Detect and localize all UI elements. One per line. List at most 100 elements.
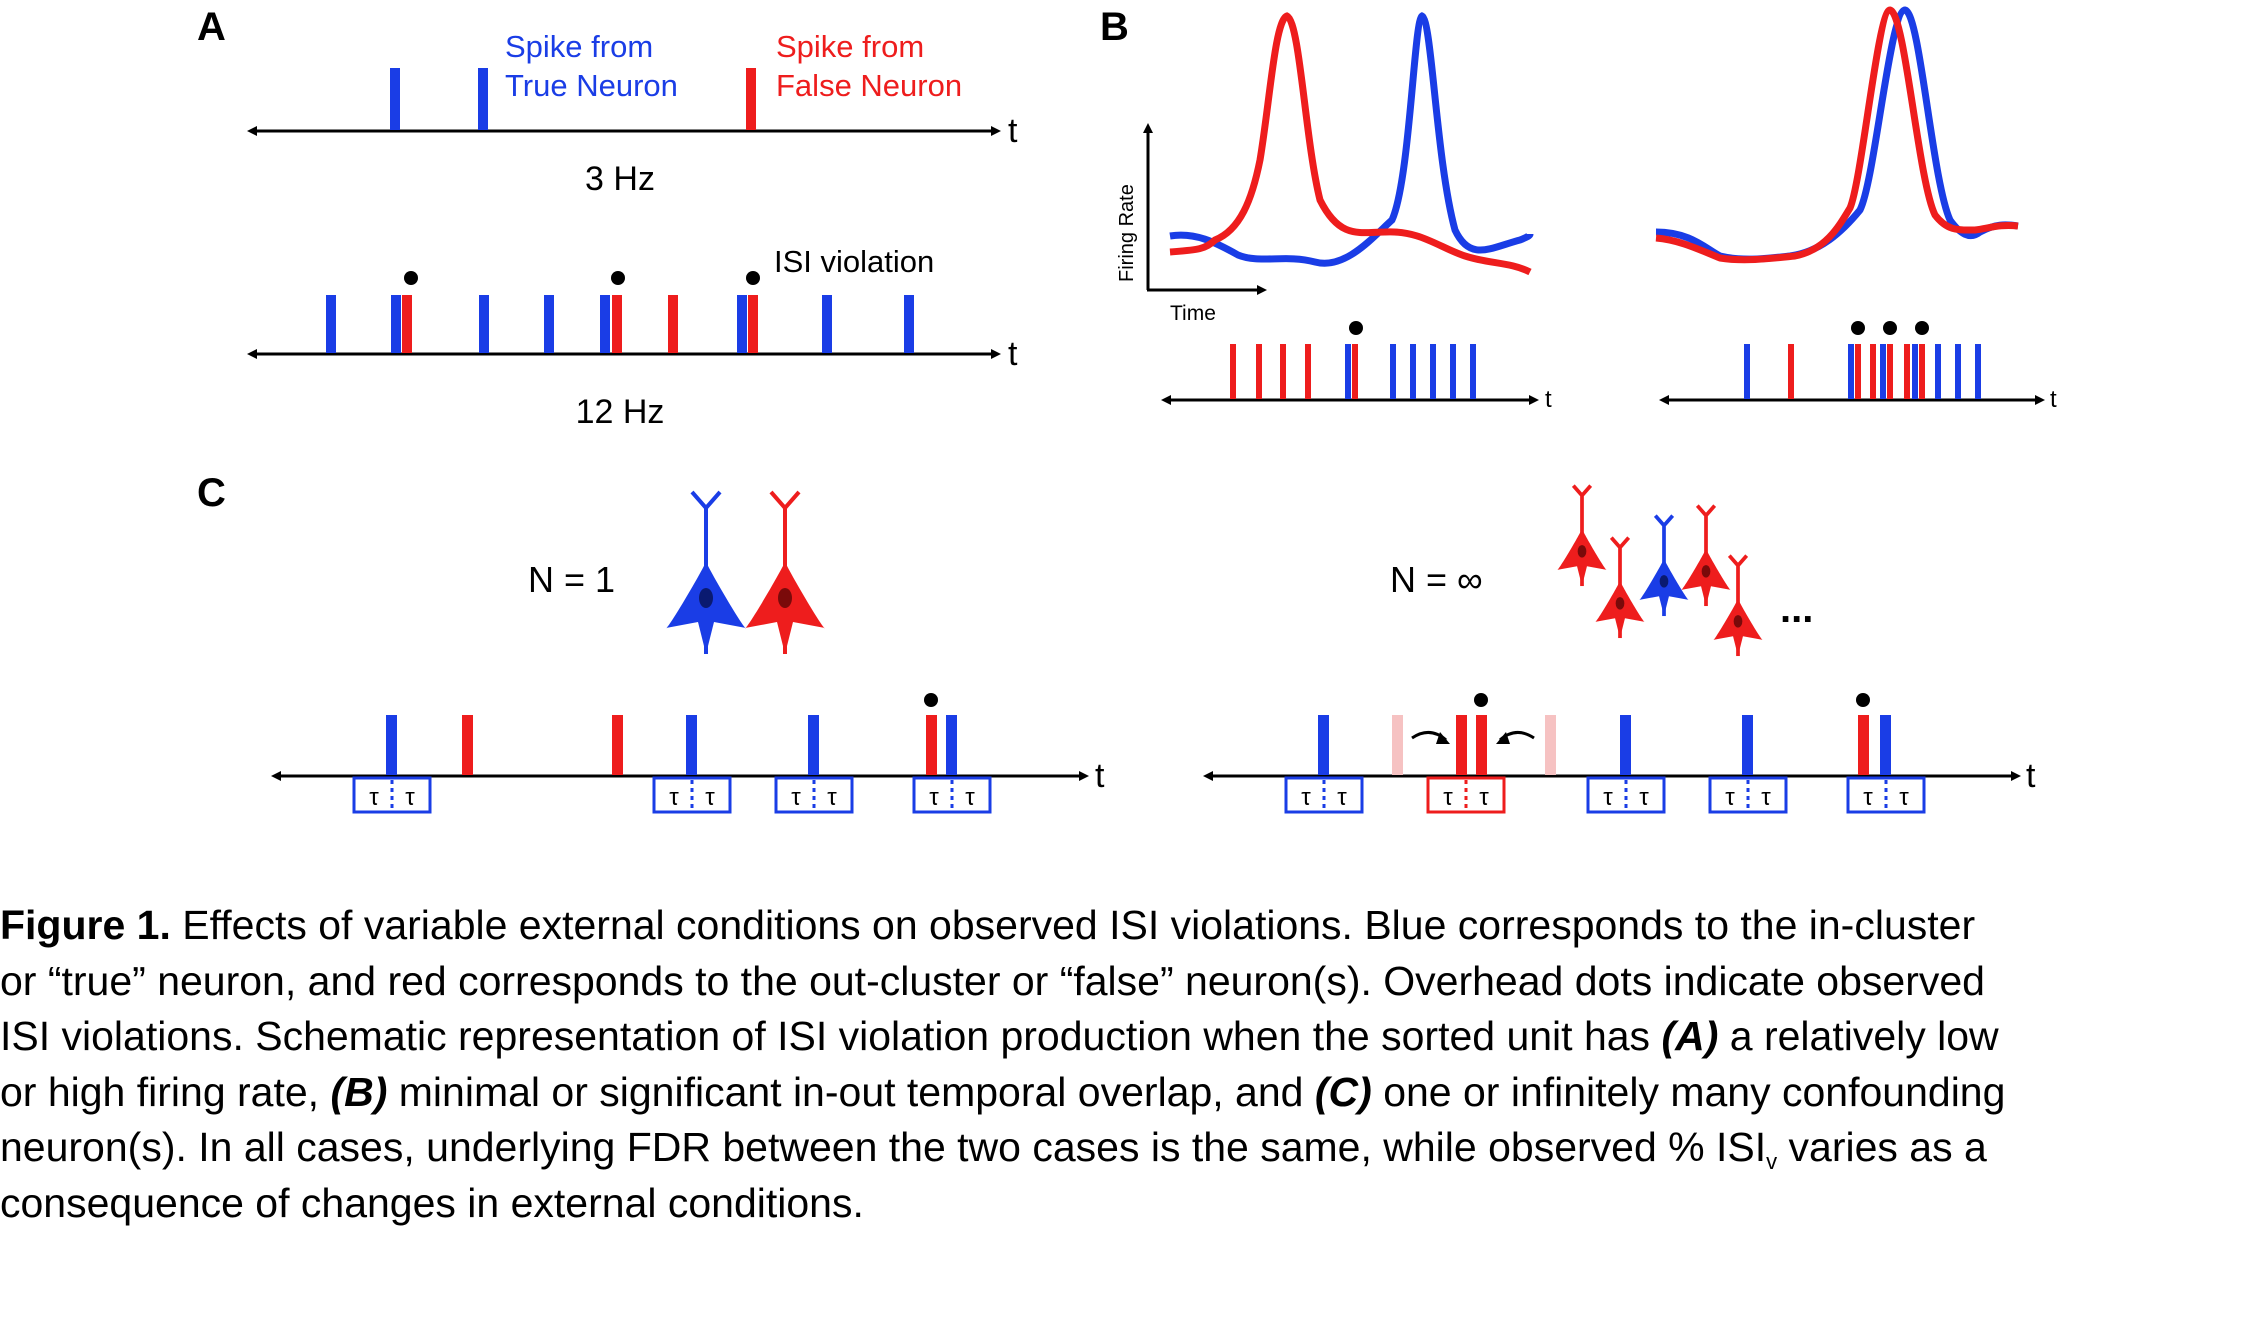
spike-true [544,295,554,353]
panel-b-label: B [1100,5,1129,49]
tau-label: τ [1639,784,1649,811]
shift-arrow-left-head [1496,732,1510,744]
violation-dot [1883,321,1897,335]
caption-text: ISI violations. Schematic representation… [0,1013,1662,1059]
subscript-v: v [1766,1149,1778,1174]
time-label: Time [1170,302,1216,325]
caption-line: ISI violations. Schematic representation… [0,1009,2250,1065]
caption-text: varies as a [1777,1124,1987,1170]
spike-false [1230,344,1236,399]
tau-label: τ [1899,784,1909,811]
caption-line: or high firing rate, (B) minimal or sign… [0,1065,2250,1121]
panel-c-label: C [197,471,226,515]
spike-false [1887,344,1893,399]
caption-line: neuron(s). In all cases, underlying FDR … [0,1120,2250,1176]
panel-c: C N = 1 N = ∞ [197,471,2036,814]
spike-true [1880,715,1891,775]
violation-dot [924,693,938,707]
figure-1-schematic: A Spike from True Neuron Spike from Fals… [197,5,2057,814]
timeline-n-one: t τ τ τ τ τ [271,693,1105,814]
spike-true [1848,344,1854,399]
axis-label-t: t [1095,757,1105,795]
spike-true [390,68,400,130]
spike-false-faint [1392,715,1403,775]
spike-false [1305,344,1311,399]
tau-label: τ [827,784,837,811]
caption-text: consequence of changes in external condi… [0,1179,864,1226]
timeline-n-infinity: t τ τ τ [1203,693,2036,814]
spike-false [462,715,473,775]
tau-label: τ [669,784,679,811]
rate-label-3hz: 3 Hz [585,160,655,198]
timeline-3hz: t [247,68,1018,150]
spike-false [1855,344,1861,399]
refractory-window-false: τ τ [1426,776,1506,814]
tau-label: τ [1301,784,1311,811]
axis-label-t: t [2026,757,2036,795]
spike-true [808,715,819,775]
caption-text: a relatively low [1718,1013,1999,1059]
tau-label: τ [1479,784,1489,811]
spike-true [1345,344,1351,399]
legend-false-line2: False Neuron [776,68,962,103]
spike-true [1935,344,1941,399]
spike-true [1912,344,1918,399]
refractory-window: τ τ [1708,776,1788,814]
tau-label: τ [1443,784,1453,811]
neuron-icon-false [745,490,825,654]
spike-false [1256,344,1262,399]
n-one-label: N = 1 [528,559,615,600]
violation-dot [611,271,625,285]
tau-label: τ [1761,784,1771,811]
spike-true [822,295,832,353]
spike-false [1456,715,1467,775]
spike-true [1880,344,1886,399]
violation-dot [1851,321,1865,335]
tau-label: τ [1603,784,1613,811]
caption-text: or “true” neuron, and red corresponds to… [0,957,1985,1004]
spike-true [1318,715,1329,775]
panel-ref-a: (A) [1661,1013,1719,1059]
rate-curve-false [1655,6,2019,264]
spike-true [737,295,747,353]
spike-true [1975,344,1981,399]
caption-text: one or infinitely many confounding [1371,1068,2006,1115]
violation-dot [1915,321,1929,335]
tau-label: τ [929,784,939,811]
refractory-window: τ τ [1284,776,1364,814]
neuron-icon-false [1681,504,1731,607]
tau-label: τ [1863,784,1873,811]
tau-label: τ [965,784,975,811]
spike-false [1919,344,1925,399]
axis-label-t: t [2050,386,2057,413]
neuron-icon-false [1557,484,1607,587]
spike-false [1280,344,1286,399]
panel-b: B Firing Rate Time t [1100,5,2057,413]
spike-train-significant-overlap: t [1659,321,2057,413]
caption-line: or “true” neuron, and red corresponds to… [0,954,2250,1010]
spike-false-faint [1545,715,1556,775]
spike-true [1955,344,1961,399]
tau-label: τ [1725,784,1735,811]
caption-text: neuron(s). In all cases, underlying FDR … [0,1124,1767,1170]
violation-dot [1349,321,1363,335]
spike-true [1470,344,1476,399]
tau-label: τ [791,784,801,811]
spike-true [1744,344,1750,399]
spike-true [600,295,610,353]
legend-true-line1: Spike from [505,29,653,64]
spike-false [1788,344,1794,399]
spike-true [478,68,488,130]
spike-true [946,715,957,775]
spike-true [1430,344,1436,399]
neuron-icon-false [1595,536,1645,639]
spike-true [686,715,697,775]
shift-arrow-right-head [1436,732,1450,744]
spike-false [402,295,412,353]
legend-true-line2: True Neuron [505,68,678,103]
spike-false [1858,715,1869,775]
firing-rate-label: Firing Rate [1116,184,1138,282]
violation-dot [1856,693,1870,707]
panel-a: A Spike from True Neuron Spike from Fals… [197,5,1018,431]
rate-curve-true [1655,6,2019,263]
